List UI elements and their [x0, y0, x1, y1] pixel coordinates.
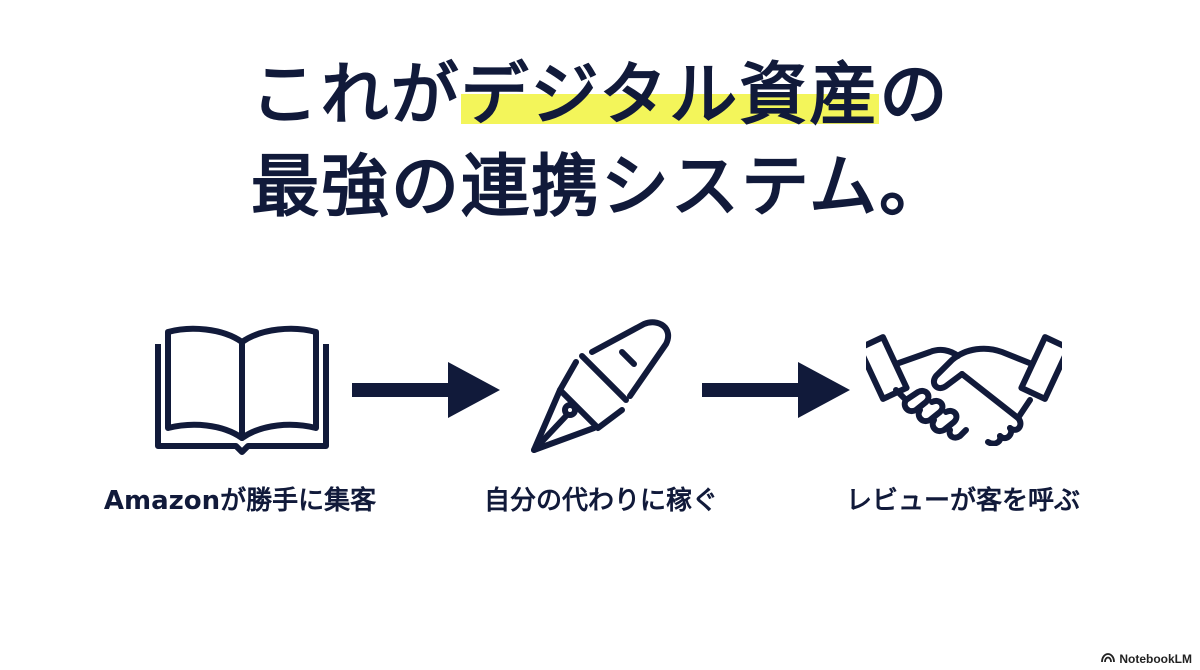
brand-watermark: NotebookLM — [1101, 652, 1192, 666]
step-caption-amazon: Amazonが勝手に集客 — [103, 486, 377, 516]
title-line-1: これがデジタル資産の — [0, 56, 1200, 135]
title-highlight: デジタル資産 — [460, 56, 880, 135]
brand-label: NotebookLM — [1119, 652, 1192, 666]
title-prefix: これが — [250, 56, 461, 135]
title-suffix: の — [879, 56, 950, 135]
slide-title: これがデジタル資産の 最強の連携システム。 — [0, 56, 1200, 227]
notebooklm-logo-icon — [1101, 652, 1116, 666]
arrow-right-icon — [352, 362, 500, 418]
book-icon — [152, 318, 332, 456]
fountain-pen-icon — [526, 312, 686, 462]
handshake-icon — [866, 330, 1062, 446]
step-caption-earn: 自分の代わりに稼ぐ — [483, 486, 718, 516]
step-caption-review: レビューが客を呼ぶ — [845, 486, 1080, 516]
arrow-right-icon — [702, 362, 850, 418]
title-line-2: 最強の連携システム。 — [251, 148, 949, 227]
